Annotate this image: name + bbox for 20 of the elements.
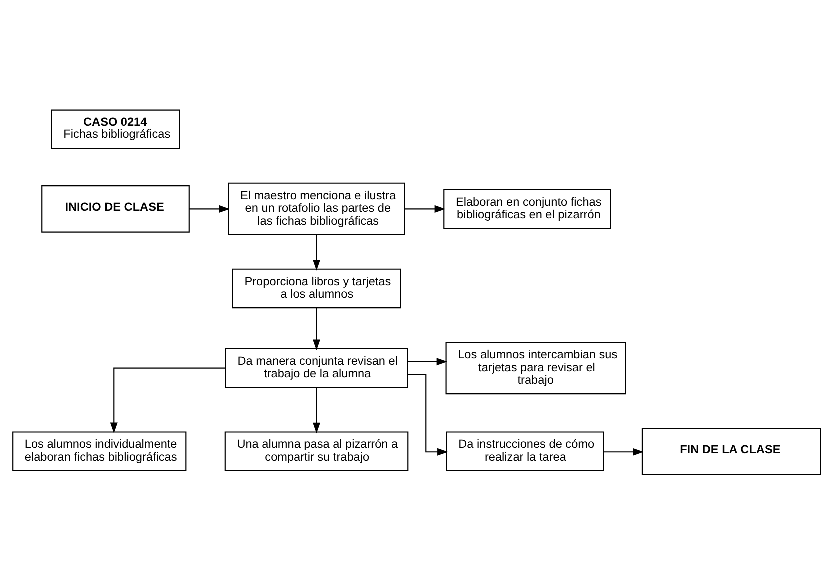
arrow [313, 308, 321, 350]
arrow [189, 204, 230, 212]
node-box: El maestro menciona e ilustra en un rotafolio las partes de las fichas bibliográficas [228, 182, 406, 236]
arrow [110, 367, 226, 433]
arrow [313, 234, 321, 270]
node-box: CASO 0214 Fichas bibliográficas [51, 109, 180, 150]
node-box: Los alumnos intercambian sus tarjetas para revisar el trabajo [446, 341, 626, 394]
node-box: INICIO DE CLASE [42, 185, 190, 232]
arrow [405, 204, 446, 212]
node-box: Da manera conjunta revisan el trabajo de la alumna [225, 348, 408, 388]
arrow [408, 358, 448, 366]
arrow [604, 448, 644, 456]
node-box: Elaboran en conjunto fichas bibliográficas en el pizarrón [444, 188, 612, 229]
node-box: Da instrucciones de cómo realizar la tarea [446, 431, 604, 471]
node-box: Una alumna pasa al pizarrón a compartir su trabajo [224, 431, 409, 471]
node-box: FIN DE LA CLASE [642, 427, 822, 475]
node-box: Proporciona libros y tarjetas a los alumnos [232, 268, 402, 308]
node-box: Los alumnos individualmente elaboran fichas bibliográficas [12, 431, 187, 471]
arrow [313, 388, 321, 434]
arrow [408, 374, 448, 456]
